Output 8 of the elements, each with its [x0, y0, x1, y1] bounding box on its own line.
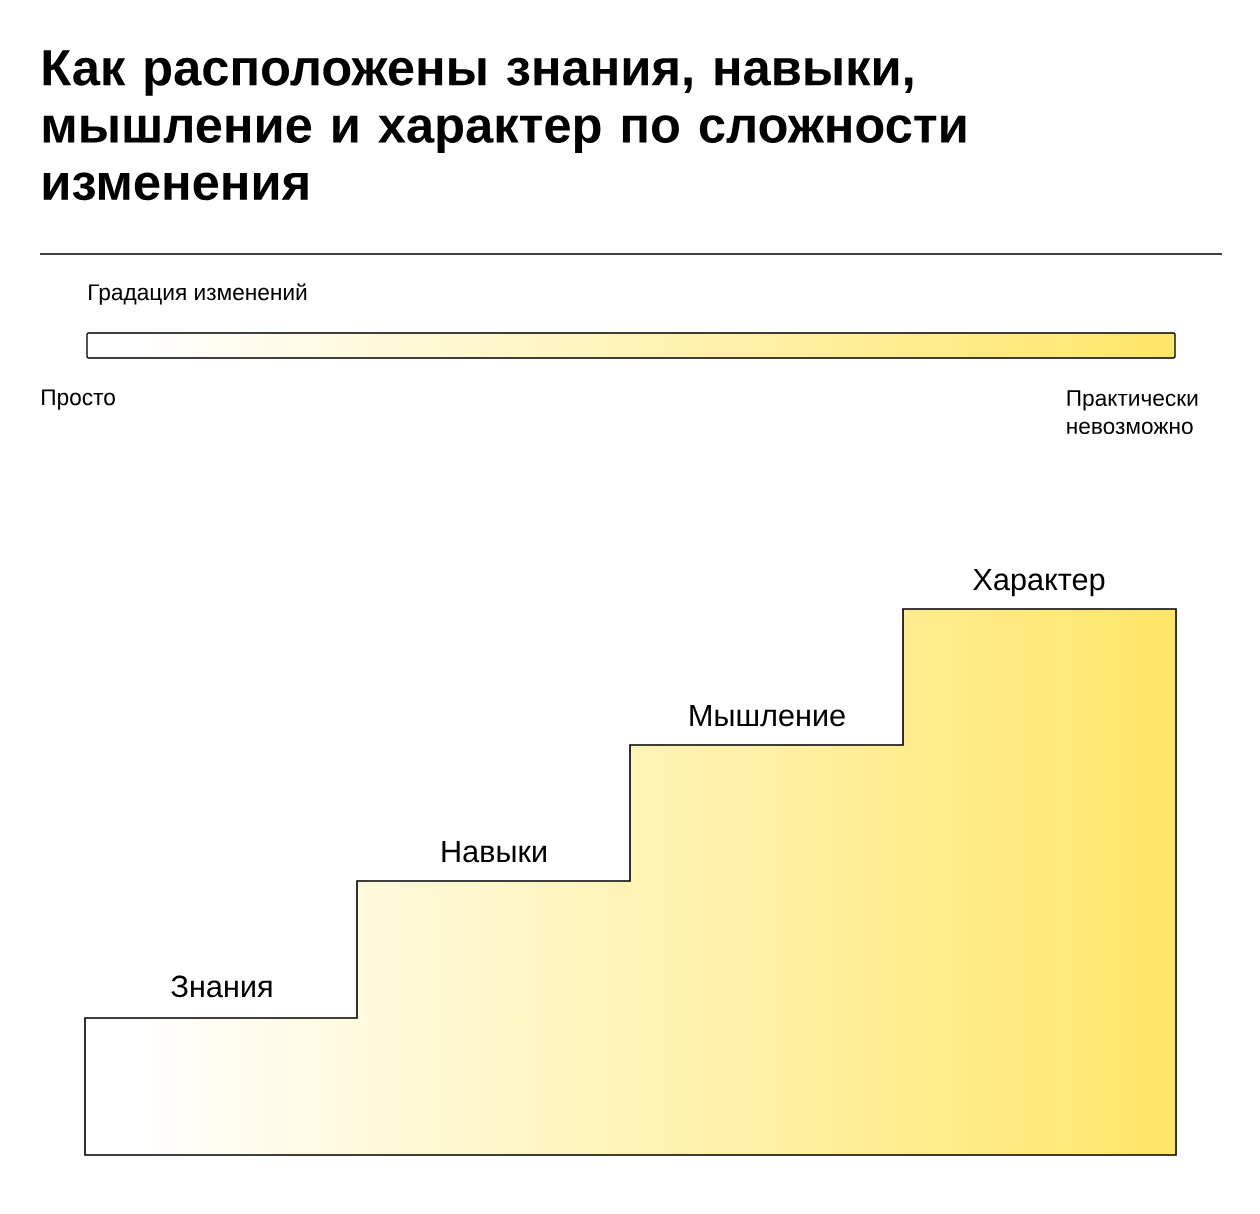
step-label: Мышление	[690, 704, 845, 727]
title: Как расположены знания, навыки, мышление и характер по сложности изменения	[43, 50, 966, 201]
step-label: Знания	[171, 975, 272, 998]
step-label: Навыки	[442, 840, 546, 863]
scale-label: Градация изменений	[89, 283, 307, 305]
scale-label: Просто	[42, 389, 115, 410]
step-label: Характер	[973, 568, 1105, 597]
scale-label: Практически невозможно	[1067, 390, 1198, 435]
